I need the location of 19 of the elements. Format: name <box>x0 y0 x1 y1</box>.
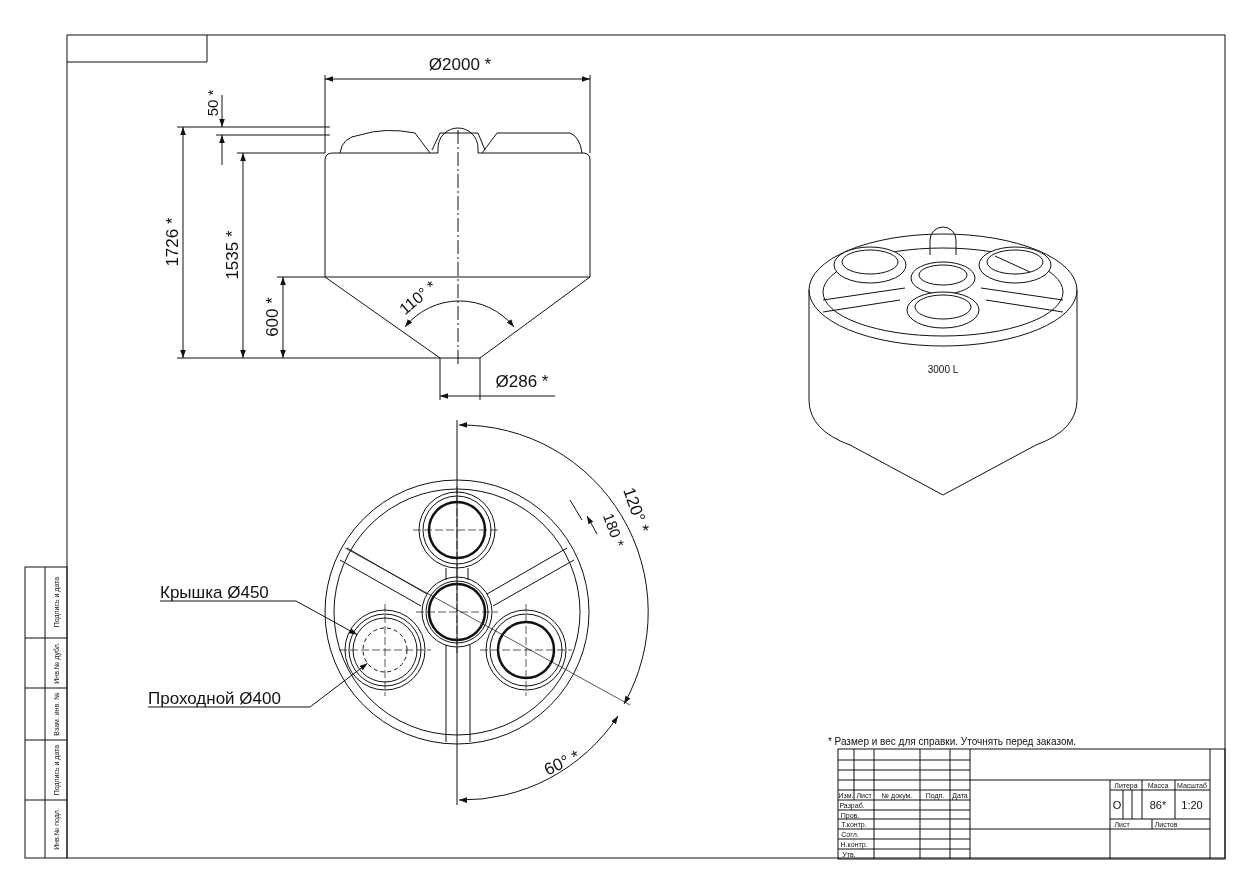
dimension-value: 1726 * <box>163 217 181 267</box>
callout-text: Проходной Ø400 <box>148 690 281 707</box>
leader-line <box>147 662 368 708</box>
dimension-value: 1535 * <box>223 230 241 280</box>
manhole-opening <box>362 627 408 673</box>
dimension-value: 110° * <box>396 278 440 318</box>
manhole-lid <box>352 617 418 683</box>
volume-text: 3000 L <box>927 365 959 375</box>
dimension-value: 600 * <box>263 297 281 337</box>
dimension-value: Ø2000 * <box>428 55 492 73</box>
dimension-value: 60° * <box>541 747 583 779</box>
note-text: * Размер и вес для справки. Уточнять перед заказом. <box>827 737 1077 747</box>
dimension-value: 50 * <box>204 89 220 117</box>
value-text: 86* <box>1149 799 1167 811</box>
dimension-value: Ø286 * <box>495 372 549 390</box>
callout-text: Крышка Ø450 <box>160 584 269 601</box>
value-text: 1:20 <box>1181 799 1203 811</box>
leader-line <box>159 600 358 636</box>
value-text: О <box>1112 799 1122 811</box>
